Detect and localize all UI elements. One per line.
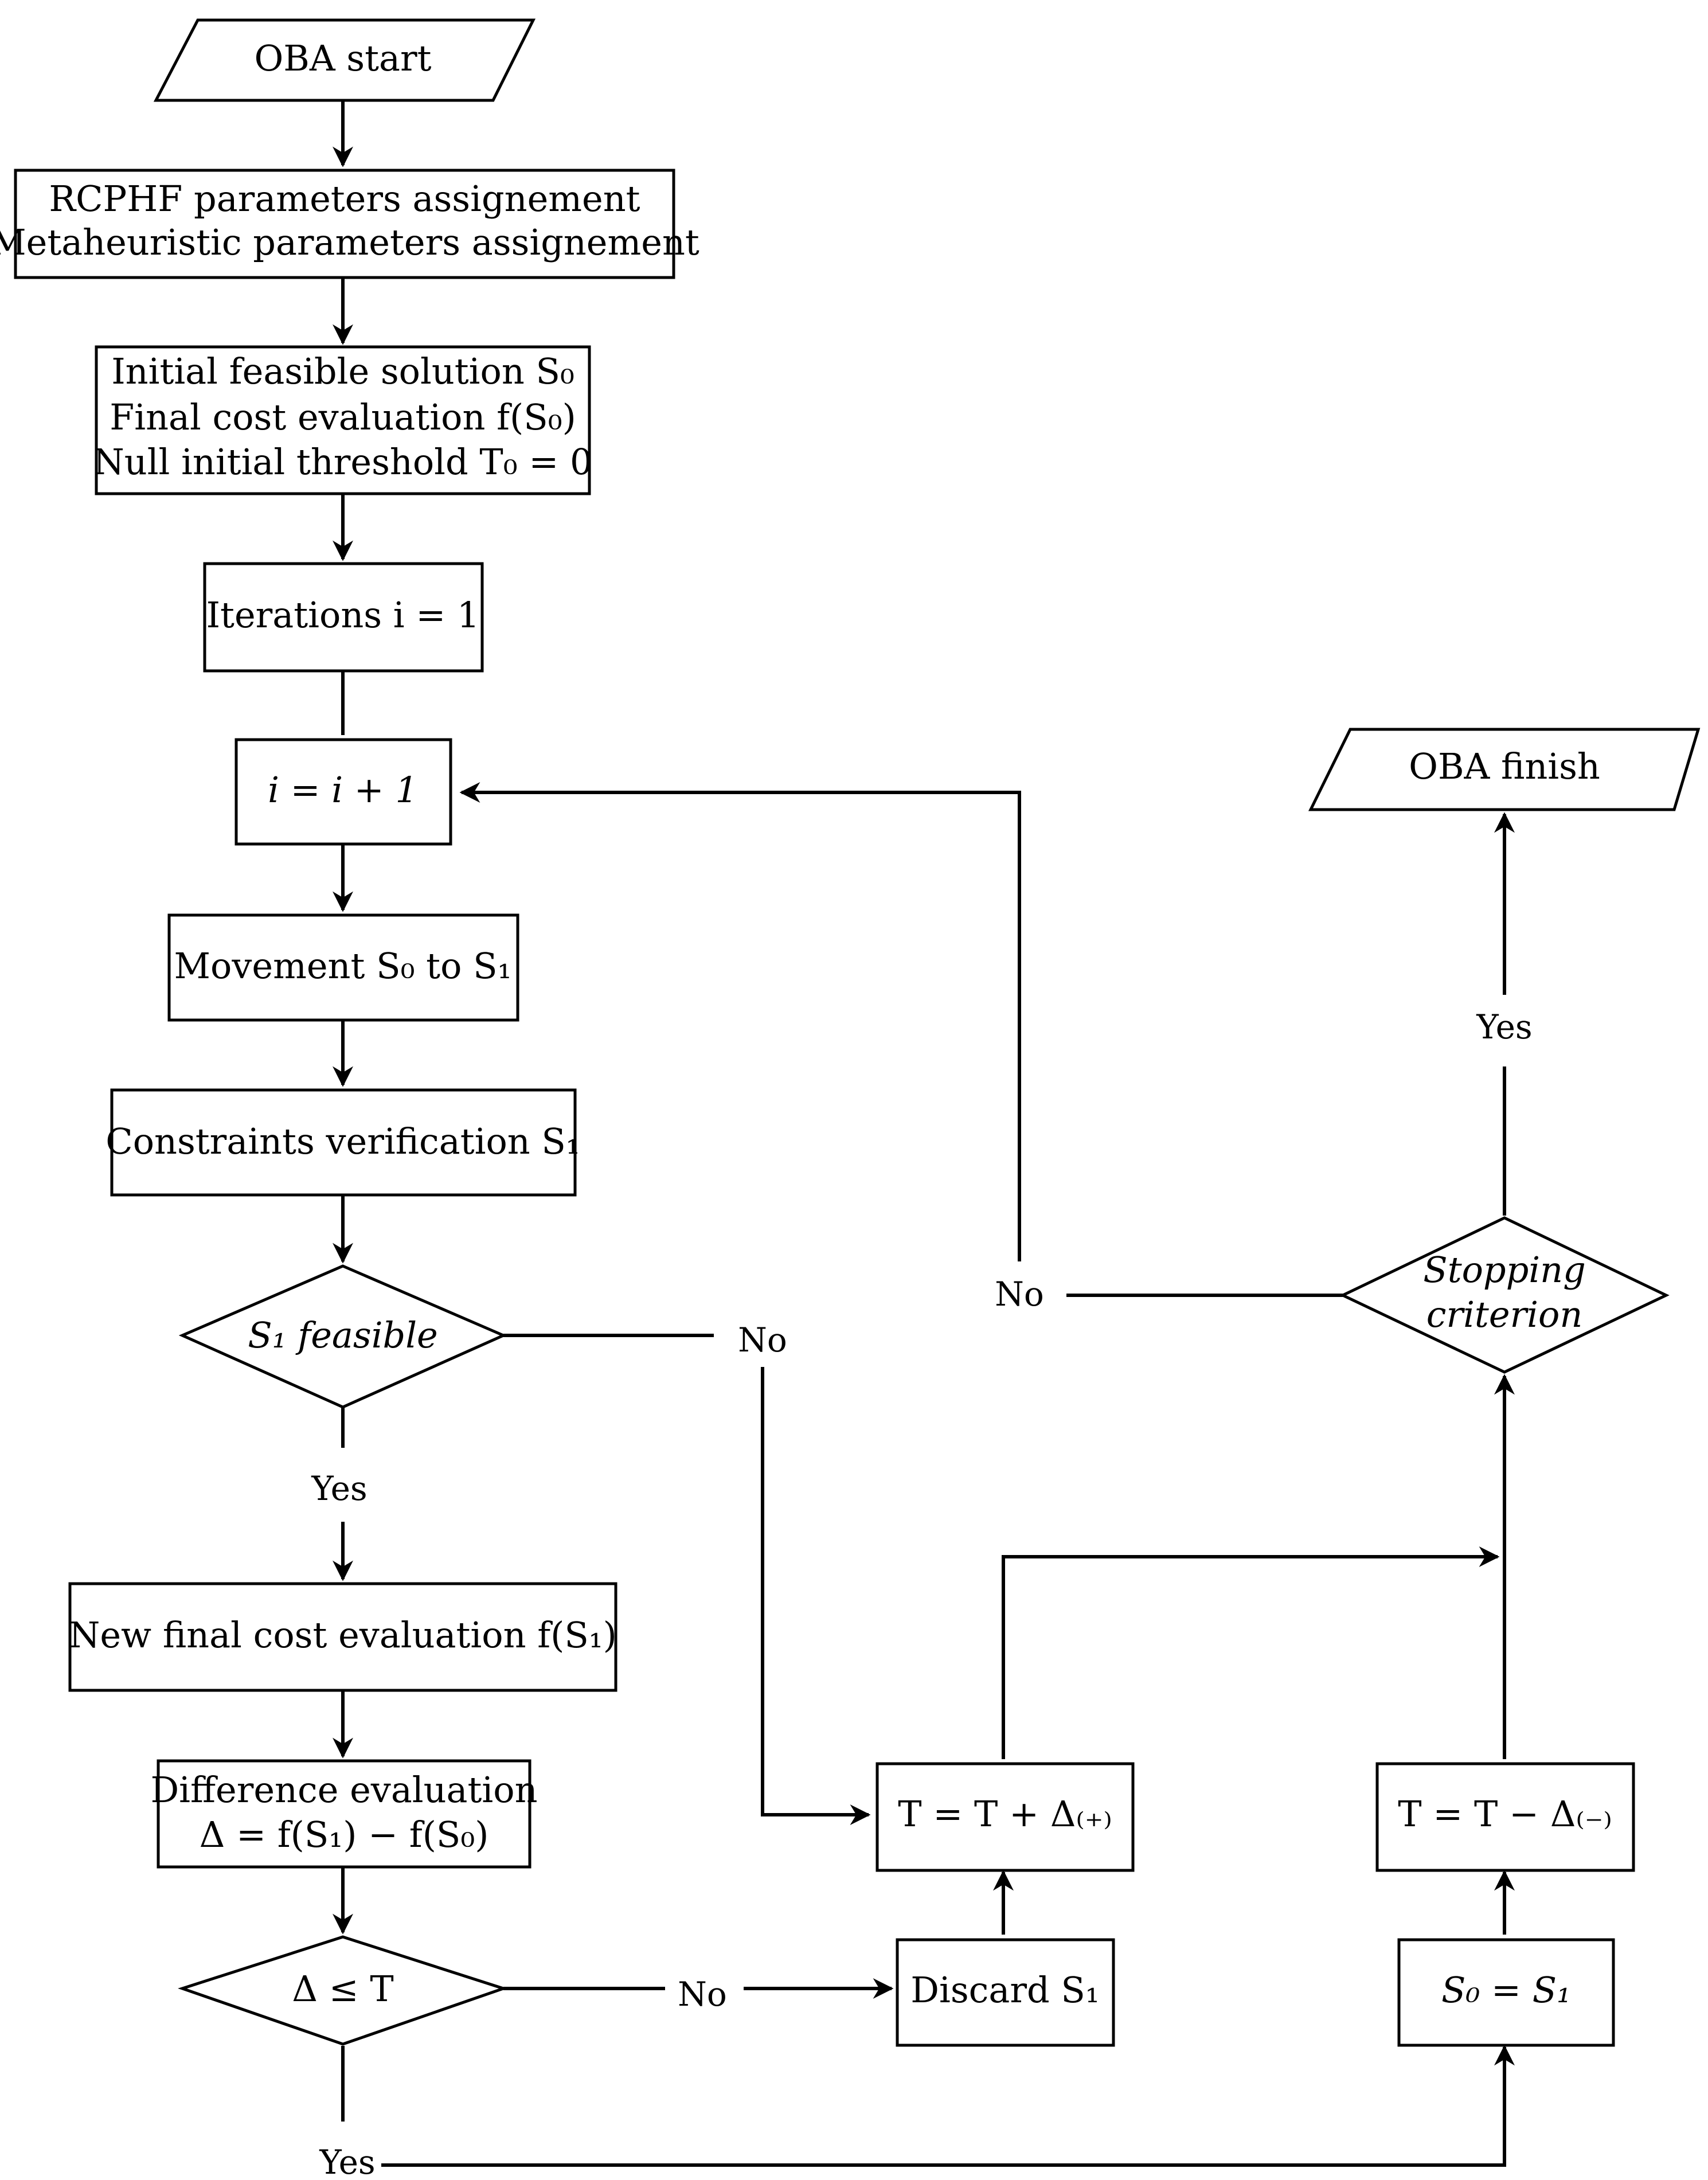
- params-line-1: RCPHF parameters assignement: [49, 178, 640, 220]
- accept-node: S₀ = S₁: [1397, 1938, 1615, 2047]
- increment-label: i = i + 1: [268, 769, 418, 811]
- oba-start-node: OBA start: [153, 18, 536, 102]
- new-cost-label: New final cost evaluation f(S₁): [69, 1614, 617, 1656]
- threshold-decision: Δ ≤ T: [178, 1935, 508, 2046]
- threshold-label: Δ ≤ T: [292, 1968, 394, 2010]
- oba-finish-label: OBA finish: [1409, 745, 1600, 787]
- new-cost-node: New final cost evaluation f(S₁): [68, 1582, 617, 1692]
- threshold-decrease-node: T = T − Δ₍₋₎: [1375, 1762, 1635, 1872]
- difference-line-2: Δ = f(S₁) − f(S₀): [200, 1814, 489, 1855]
- feasible-label: S₁ feasible: [248, 1314, 438, 1356]
- cond-no-label: No: [678, 1975, 727, 2014]
- iterations-node: Iterations i = 1: [203, 562, 484, 673]
- difference-node: Difference evaluation Δ = f(S₁) − f(S₀): [150, 1759, 538, 1869]
- discard-node: Discard S₁: [896, 1938, 1115, 2047]
- init-node: Initial feasible solution S₀ Final cost …: [93, 345, 593, 495]
- stop-no-label: No: [995, 1275, 1044, 1314]
- discard-label: Discard S₁: [910, 1969, 1099, 2011]
- threshold-decrease-label: T = T − Δ₍₋₎: [1398, 1793, 1612, 1835]
- params-line-2: Metaheuristic parameters assignement: [0, 221, 699, 263]
- init-line-1: Initial feasible solution S₀: [111, 350, 574, 392]
- increment-node: i = i + 1: [234, 738, 452, 846]
- threshold-increase-label: T = T + Δ₍₊₎: [898, 1793, 1112, 1835]
- arrow-stop-no-to-inc: [459, 782, 1021, 1261]
- init-line-3: Null initial threshold T₀ = 0: [93, 441, 593, 483]
- stopping-line-2: criterion: [1426, 1294, 1583, 1335]
- oba-finish-node: OBA finish: [1308, 728, 1701, 811]
- accept-label: S₀ = S₁: [1441, 1969, 1571, 2011]
- connectors: [333, 100, 1515, 2167]
- difference-line-1: Difference evaluation: [150, 1769, 537, 1811]
- feasible-decision: S₁ feasible: [178, 1264, 507, 1409]
- stopping-line-1: Stopping: [1423, 1249, 1586, 1291]
- constraints-node: Constraints verification S₁: [105, 1088, 580, 1197]
- init-line-2: Final cost evaluation f(S₀): [110, 396, 576, 438]
- constraints-label: Constraints verification S₁: [105, 1120, 580, 1162]
- threshold-increase-node: T = T + Δ₍₊₎: [876, 1762, 1135, 1872]
- feasible-yes-label: Yes: [311, 1469, 367, 1508]
- arrow-tplus-to-stop: [1002, 1546, 1500, 1759]
- feasible-no-label: No: [738, 1320, 787, 1359]
- params-node: RCPHF parameters assignement Metaheurist…: [0, 169, 699, 279]
- cond-yes-label: Yes: [319, 2143, 375, 2180]
- stopping-decision: Stopping criterion: [1339, 1216, 1670, 1374]
- oba-start-label: OBA start: [254, 37, 431, 79]
- arrow-cond-yes-to-accept: [381, 2045, 1515, 2167]
- movement-node: Movement S₀ to S₁: [167, 913, 519, 1022]
- arrow-feasible-no-to-tplus: [761, 1367, 871, 1825]
- iterations-label: Iterations i = 1: [206, 594, 480, 636]
- movement-label: Movement S₀ to S₁: [174, 945, 512, 987]
- stop-yes-label: Yes: [1476, 1007, 1532, 1046]
